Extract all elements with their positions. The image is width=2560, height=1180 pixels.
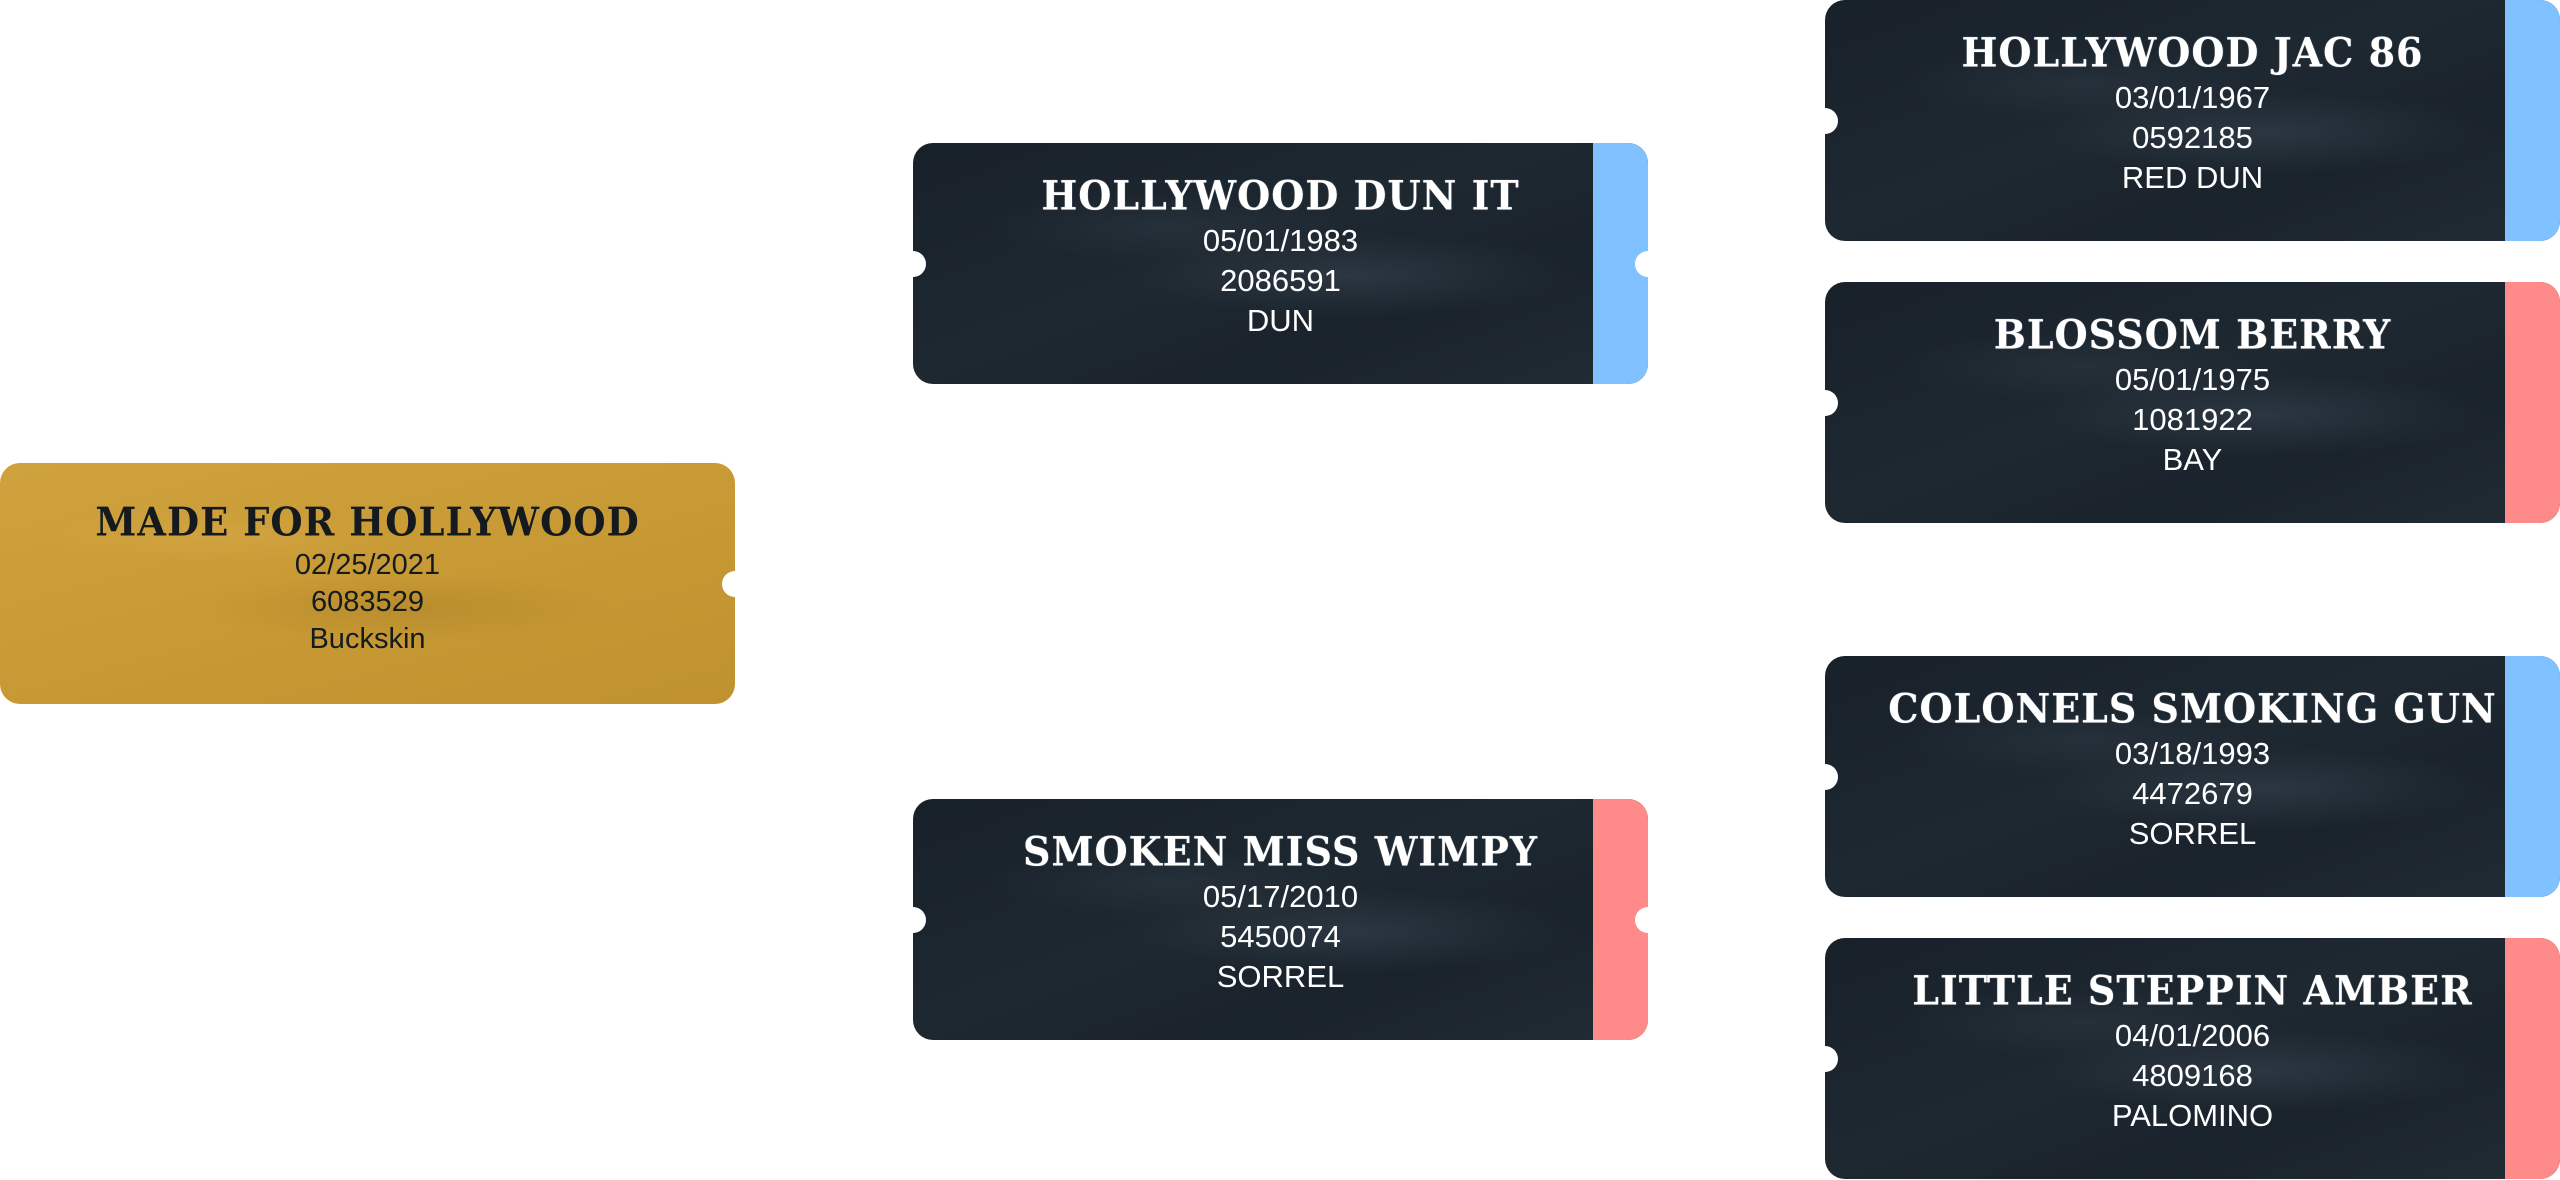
card-content: BLOSSOM BERRY 05/01/1975 1081922 BAY	[1825, 282, 2560, 523]
sex-stripe-female	[2505, 938, 2560, 1179]
coat-color: SORREL	[2128, 816, 2257, 851]
horse-name: BLOSSOM BERRY	[1993, 310, 2392, 359]
registration-number: 4809168	[2132, 1058, 2253, 1093]
coat-color: SORREL	[1216, 959, 1345, 994]
registration-number: 2086591	[1220, 263, 1341, 298]
foal-date: 05/01/1975	[2114, 362, 2271, 397]
foal-date: 04/01/2006	[2114, 1018, 2271, 1053]
card-content: COLONELS SMOKING GUN 03/18/1993 4472679 …	[1825, 656, 2560, 897]
horse-name: COLONELS SMOKING GUN	[1888, 684, 2497, 733]
foal-date: 03/01/1967	[2114, 80, 2271, 115]
pedigree-card-dam-dam[interactable]: LITTLE STEPPIN AMBER 04/01/2006 4809168 …	[1825, 938, 2560, 1179]
pedigree-card-dam[interactable]: SMOKEN MISS WIMPY 05/17/2010 5450074 SOR…	[913, 799, 1648, 1040]
registration-number: 6083529	[311, 586, 424, 618]
connector-notch-left	[1825, 389, 1838, 416]
card-content: LITTLE STEPPIN AMBER 04/01/2006 4809168 …	[1825, 938, 2560, 1179]
registration-number: 5450074	[1220, 919, 1341, 954]
coat-color: RED DUN	[2121, 160, 2264, 195]
horse-name: HOLLYWOOD DUN IT	[1041, 171, 1520, 220]
card-content: SMOKEN MISS WIMPY 05/17/2010 5450074 SOR…	[913, 799, 1648, 1040]
coat-color: BAY	[2162, 442, 2223, 477]
coat-color: PALOMINO	[2111, 1098, 2274, 1133]
connector-notch-left	[1825, 107, 1838, 134]
horse-name: SMOKEN MISS WIMPY	[1023, 827, 1538, 876]
pedigree-card-sire[interactable]: HOLLYWOOD DUN IT 05/01/1983 2086591 DUN	[913, 143, 1648, 384]
horse-name: HOLLYWOOD JAC 86	[1961, 28, 2424, 77]
registration-number: 0592185	[2132, 120, 2253, 155]
foal-date: 05/01/1983	[1202, 223, 1359, 258]
registration-number: 4472679	[2132, 776, 2253, 811]
coat-color: Buckskin	[309, 623, 426, 655]
connector-notch-left	[1825, 1045, 1838, 1072]
foal-date: 02/25/2021	[294, 549, 441, 581]
card-content: HOLLYWOOD DUN IT 05/01/1983 2086591 DUN	[913, 143, 1648, 384]
pedigree-card-subject[interactable]: MADE FOR HOLLYWOOD 02/25/2021 6083529 Bu…	[0, 463, 735, 704]
card-content: MADE FOR HOLLYWOOD 02/25/2021 6083529 Bu…	[0, 463, 735, 704]
pedigree-card-sire-sire[interactable]: HOLLYWOOD JAC 86 03/01/1967 0592185 RED …	[1825, 0, 2560, 241]
registration-number: 1081922	[2132, 402, 2253, 437]
connector-notch-left	[1825, 763, 1838, 790]
connector-notch-right	[722, 570, 735, 597]
sex-stripe-male	[2505, 0, 2560, 241]
connector-notch-right	[1635, 906, 1648, 933]
pedigree-card-dam-sire[interactable]: COLONELS SMOKING GUN 03/18/1993 4472679 …	[1825, 656, 2560, 897]
horse-name: MADE FOR HOLLYWOOD	[95, 498, 640, 546]
connector-notch-left	[913, 250, 926, 277]
sex-stripe-female	[2505, 282, 2560, 523]
foal-date: 03/18/1993	[2114, 736, 2271, 771]
horse-name: LITTLE STEPPIN AMBER	[1912, 966, 2473, 1015]
coat-color: DUN	[1246, 303, 1315, 338]
sex-stripe-male	[2505, 656, 2560, 897]
card-content: HOLLYWOOD JAC 86 03/01/1967 0592185 RED …	[1825, 0, 2560, 241]
foal-date: 05/17/2010	[1202, 879, 1359, 914]
connector-notch-right	[1635, 250, 1648, 277]
pedigree-card-sire-dam[interactable]: BLOSSOM BERRY 05/01/1975 1081922 BAY	[1825, 282, 2560, 523]
connector-notch-left	[913, 906, 926, 933]
